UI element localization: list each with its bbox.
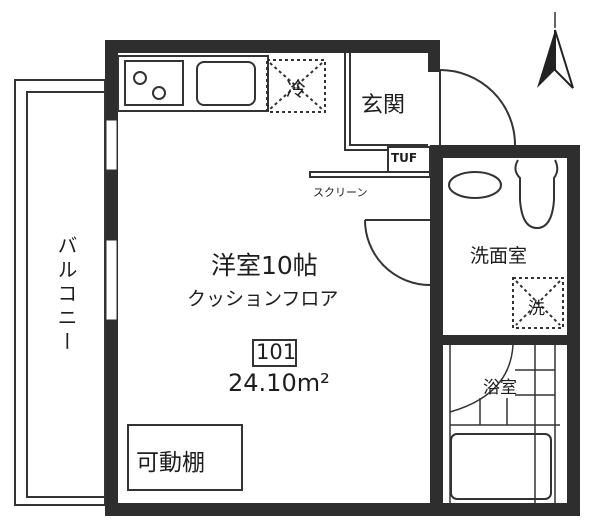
entrance-label: 玄関 <box>361 93 406 118</box>
stove-icon <box>124 60 184 106</box>
washroom-fixtures <box>448 159 564 329</box>
washer-space <box>512 277 564 329</box>
north-arrow-icon <box>537 12 574 89</box>
fridge-label: 冷 <box>286 77 306 101</box>
balcony <box>14 79 106 506</box>
screen-label: スクリーン <box>313 186 368 199</box>
sink-icon <box>196 61 256 106</box>
bathroom-fixtures <box>449 344 560 503</box>
unit-number: 101 <box>256 340 297 364</box>
washroom-label: 洗面室 <box>470 245 528 267</box>
room-name: 洋室10帖 <box>211 251 318 280</box>
flooring-label: クッションフロア <box>187 288 339 310</box>
shoe-box-label: TUF <box>391 151 418 165</box>
bathtub-icon <box>450 433 552 500</box>
basin-icon <box>448 171 502 199</box>
area-label: 24.10m² <box>228 369 330 397</box>
toilet-icon <box>514 159 559 230</box>
entrance <box>309 53 516 286</box>
bathroom-label: 浴室 <box>483 378 517 398</box>
shelf-label: 可動棚 <box>136 450 205 476</box>
balcony-label: バルコニー <box>54 235 78 355</box>
shelf-box <box>127 424 243 491</box>
fridge-space <box>266 59 326 113</box>
kitchen <box>117 55 326 113</box>
washer-label: 洗 <box>528 299 545 319</box>
